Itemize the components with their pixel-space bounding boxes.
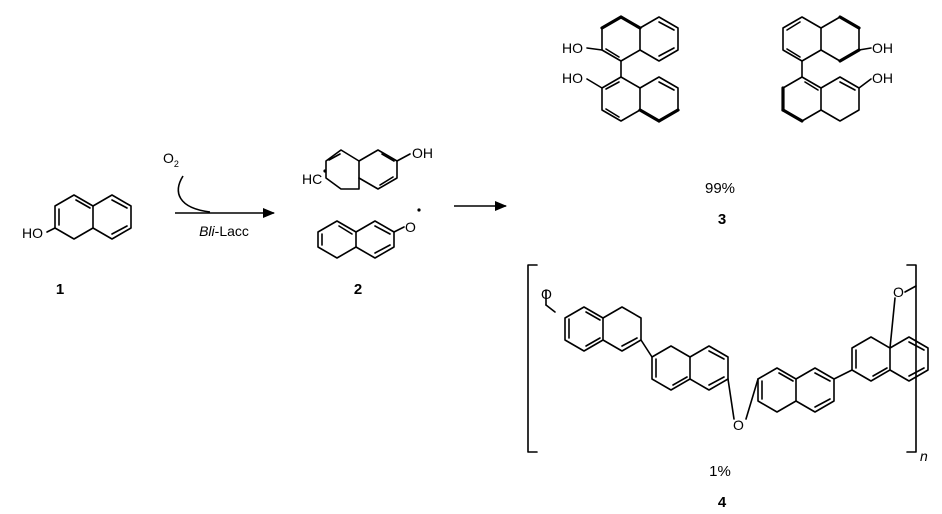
compound-3-7,7-dimer: OH OH bbox=[781, 15, 893, 123]
compound-3-hydroxyl-1: HO bbox=[562, 40, 583, 56]
compound-2-mesomer-oxygen: O bbox=[317, 208, 421, 259]
compound-2-ch-radical: HC bbox=[302, 171, 322, 187]
reaction-arrow-1 bbox=[175, 175, 275, 218]
compound-1-hydroxyl: HO bbox=[22, 225, 43, 241]
compound-3-hydroxyl-4: OH bbox=[872, 70, 893, 86]
compound-2-mesomer-carbon: OH HC bbox=[302, 145, 433, 190]
compound-2-hydroxyl: OH bbox=[412, 145, 433, 161]
compound-4-ether-oxygen: O bbox=[733, 417, 744, 433]
compound-1-number: 1 bbox=[56, 281, 64, 298]
compound-4-methoxy-o-right: O bbox=[893, 284, 904, 300]
compound-2-number: 2 bbox=[354, 281, 362, 298]
compound-4-yield: 1% bbox=[709, 463, 731, 480]
compound-4-structure: O O O bbox=[541, 284, 929, 433]
compound-4-repeat-n: n bbox=[920, 448, 928, 464]
compound-4-number: 4 bbox=[718, 494, 727, 511]
catalyst-label: Bli-Lacc bbox=[199, 223, 249, 239]
compound-4-brackets bbox=[527, 264, 917, 453]
compound-1-structure: HO bbox=[22, 194, 132, 241]
compound-3-hydroxyl-2: HO bbox=[562, 70, 583, 86]
compound-3-number: 3 bbox=[718, 211, 726, 228]
reagent-oxygen: O2 bbox=[163, 150, 179, 169]
compound-3-yield: 99% bbox=[705, 180, 735, 197]
compound-3-hydroxyl-3: OH bbox=[872, 40, 893, 56]
compound-3-2,2-dimer: HO HO bbox=[562, 15, 680, 123]
compound-2-oxygen-radical: O bbox=[405, 219, 416, 235]
compound-4-methoxy-o-left: O bbox=[541, 286, 552, 302]
